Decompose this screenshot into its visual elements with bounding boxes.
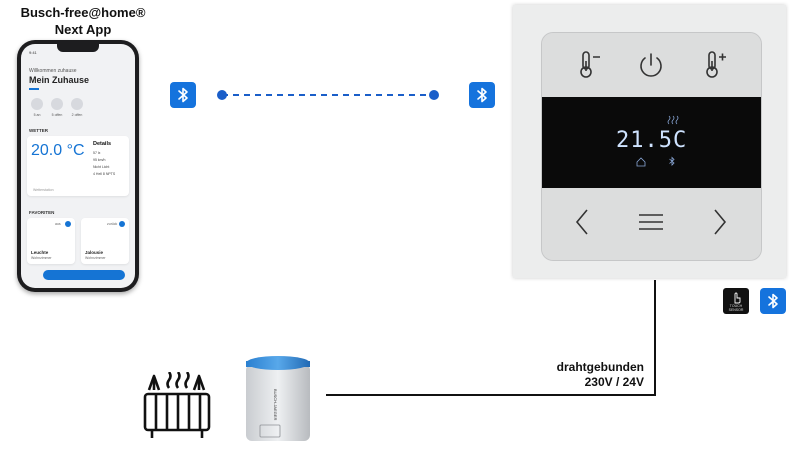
details-title: Details [93,141,112,147]
window-icon[interactable] [71,98,83,110]
bluetooth-status-icon [669,156,675,166]
app-title-line1: Busch-free@home® [20,5,146,20]
quick-item-label: 2 offen [71,113,83,117]
wiring-label: drahtgebunden 230V / 24V [520,360,644,390]
details-row: Nicht Licht [93,165,110,169]
favorite-name: Leuchte [31,250,49,255]
bluetooth-icon [170,82,196,108]
weather-card[interactable] [27,136,129,196]
favorite-room: Wohnzimmer [31,256,52,260]
wiring-label-line1: drahtgebunden [556,360,644,374]
temperature-down-icon[interactable] [576,49,602,79]
title-underline [29,88,39,90]
weather-temperature: 20.0 °C [31,142,85,159]
blind-icon[interactable] [51,98,63,110]
phone-notch [57,44,99,52]
favorite-room: Wohnzimmer [85,256,106,260]
radiator-icon [143,372,211,438]
link-endpoint [217,90,227,100]
weather-station-label: Wetterstation [33,188,54,192]
chevron-right-icon[interactable] [712,208,728,236]
thermostat-display: 21.5C [542,97,761,188]
chevron-left-icon[interactable] [574,208,590,236]
touch-hand-icon [734,292,741,304]
favorite-toggle[interactable] [65,221,71,227]
wiring-label-line2: 230V / 24V [584,375,644,389]
app-title: Busch-free@home® Next App [8,4,158,38]
favorite-state: aus [55,222,61,226]
room-thermostat: 21.5C [541,32,762,261]
menu-icon[interactable] [638,212,664,232]
quick-item-label: 5 an [33,113,41,117]
thermostat-bottom-bar [542,188,761,260]
details-row: 4 Hell 8 NPTS [93,172,116,176]
quick-item-label: 5 offen [51,113,63,117]
touch-sensor-badge: TOUCH SENSOR [723,288,749,314]
touch-label: SENSOR [728,308,744,312]
favorites-section-title: FAVORITEN [29,210,55,215]
favorite-state: zurück [107,222,118,226]
favorite-toggle[interactable] [119,221,125,227]
app-title-line2: Next App [54,22,112,37]
home-mode-icon [636,157,646,167]
home-title: Mein Zuhause [29,75,90,85]
light-icon[interactable] [31,98,43,110]
weather-section-title: WETTER [29,128,48,133]
details-row: 57 lx [93,151,101,155]
valve-actuator: BUSCH-JAEGER [246,356,310,441]
phone-screen: 9:41 Willkommen zuhause Mein Zuhause 5 a… [21,44,135,288]
smartphone: 9:41 Willkommen zuhause Mein Zuhause 5 a… [17,40,139,292]
power-icon[interactable] [637,51,665,79]
status-time: 9:41 [29,50,37,55]
favorite-name: Jalousie [85,250,104,255]
bluetooth-icon [760,288,786,314]
temperature-up-icon[interactable] [702,49,728,79]
thermostat-temperature: 21.5C [616,128,688,153]
touch-label: TOUCH [729,304,743,308]
welcome-text: Willkommen zuhause [29,68,77,74]
link-endpoint [429,90,439,100]
bottom-nav-bar[interactable] [43,270,125,280]
actuator-brand: BUSCH-JAEGER [273,389,278,420]
thermostat-top-bar [542,33,761,97]
details-row: 95 km/h [93,158,106,162]
heating-indicator-icon [667,115,679,125]
bluetooth-link-line [217,90,439,100]
bluetooth-icon [469,82,495,108]
